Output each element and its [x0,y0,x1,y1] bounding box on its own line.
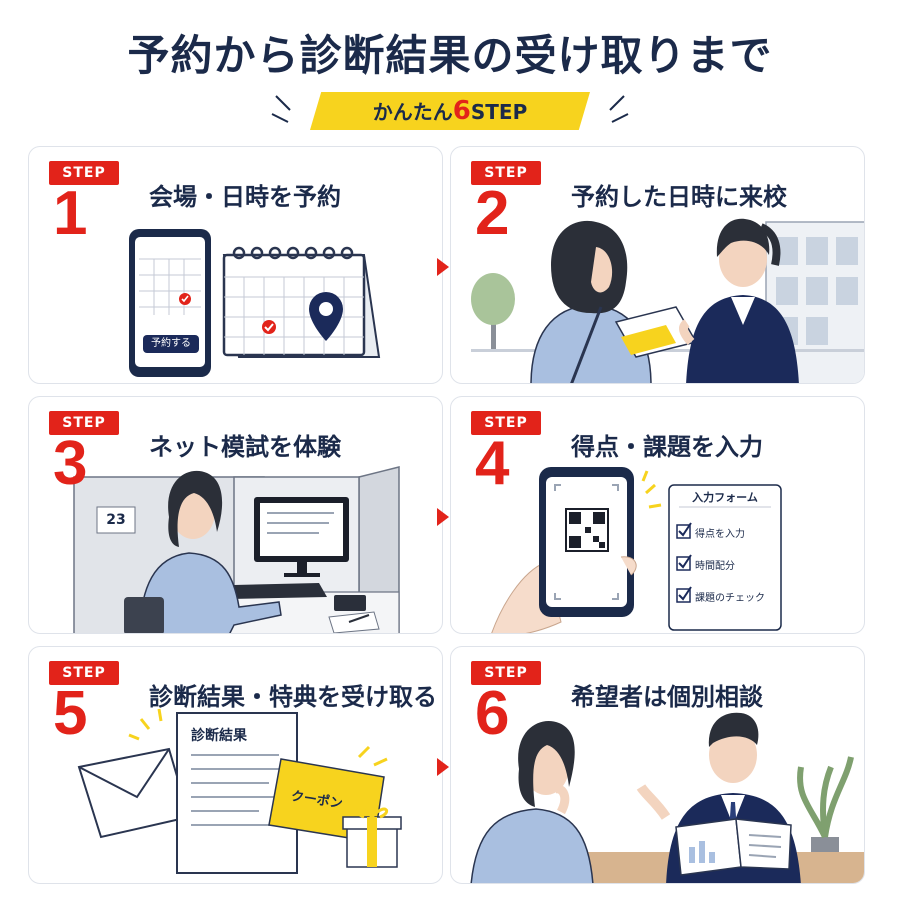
monitor-icon [254,497,349,577]
step-tag: STEP [471,411,541,435]
subtitle-area: かんたん6STEP [0,92,900,132]
subtitle-suffix: STEP [470,100,528,124]
subtitle-number: 6 [452,96,471,126]
tree-icon [471,273,515,352]
step1-illustration [129,229,381,377]
step-title: 診断結果・特典を受け取る [149,683,437,711]
step-tag: STEP [471,661,541,685]
chair-icon [124,597,164,633]
input-form-card [668,484,782,631]
visitor-woman-illustration [530,220,652,383]
step4-illustration [491,467,782,633]
staff-woman-illustration [679,218,799,383]
calculator-icon [334,595,366,611]
step-card-6: STEP 6 希望者は個別相談 [450,646,865,884]
step-tag: STEP [49,411,119,435]
checkbox-icon [676,522,692,539]
arrow-right-icon [437,258,449,276]
checkbox-icon [676,554,692,571]
step-card-4: 入力フォーム 得点を入力 時間配分 課題のチェック STEP 4 得点・課題を入… [450,396,865,634]
form-title: 入力フォーム [692,491,758,504]
step-title: 希望者は個別相談 [571,683,763,711]
step-number: 6 [475,679,510,748]
step-tag: STEP [471,161,541,185]
test-taker-illustration [124,470,282,633]
step3-illustration [73,466,400,633]
checkbox-icon [676,586,692,603]
document-title: 診断結果 [191,728,247,744]
step6-illustration [470,712,864,883]
step-number: 5 [53,679,88,748]
calendar-icon [222,246,381,358]
phone-reserve-label: 予約する [151,338,191,349]
subtitle-prefix: かんたん [372,100,453,124]
step-title: 会場・日時を予約 [149,183,341,211]
step-number: 1 [53,179,88,248]
step-card-3: 23 STEP 3 ネット模試を体験 [28,396,443,634]
subtitle-banner: かんたん6STEP [310,92,590,130]
step-card-5: 診断結果 クーポン STEP 5 診断結果・特典を受け取る [28,646,443,884]
hand-holding-phone-illustration [491,467,637,633]
sparkle-icon [641,470,662,509]
map-pin-icon [309,292,343,341]
step5-illustration [77,708,402,874]
step2-illustration [471,218,864,383]
pen-icon [348,614,370,623]
step-title: 予約した日時に来校 [571,183,787,211]
form-item-2: 時間配分 [695,561,735,572]
deco-lines-icon [271,95,291,123]
gift-box-icon [342,807,402,868]
qr-code-icon [565,508,609,552]
plant-icon [797,756,854,867]
step-title: 得点・課題を入力 [571,433,763,461]
smartphone-icon [129,229,211,377]
step-card-2: STEP 2 予約した日時に来校 [450,146,865,384]
keyboard-icon [229,583,327,599]
arrow-right-icon [437,508,449,526]
paper-icon [328,611,380,633]
arrow-right-icon [437,758,449,776]
step-tag: STEP [49,161,119,185]
form-item-1: 得点を入力 [695,529,745,540]
form-item-3: 課題のチェック [695,593,765,604]
pamphlet-icon [675,818,792,876]
reserve-button[interactable] [143,335,199,353]
step-title: ネット模試を体験 [149,433,341,461]
client-woman-illustration [470,720,594,883]
envelope-icon [77,747,191,839]
step-number: 3 [53,429,88,498]
sparkle-icon [128,708,388,767]
booth-number: 23 [106,512,126,528]
step-number: 4 [475,429,510,498]
main-title: 予約から診断結果の受け取りまで [127,31,773,80]
deco-lines-icon [609,95,629,123]
step-tag: STEP [49,661,119,685]
step-number: 2 [475,179,510,248]
step-card-1: 予約する STEP 1 会場・日時を予約 [28,146,443,384]
